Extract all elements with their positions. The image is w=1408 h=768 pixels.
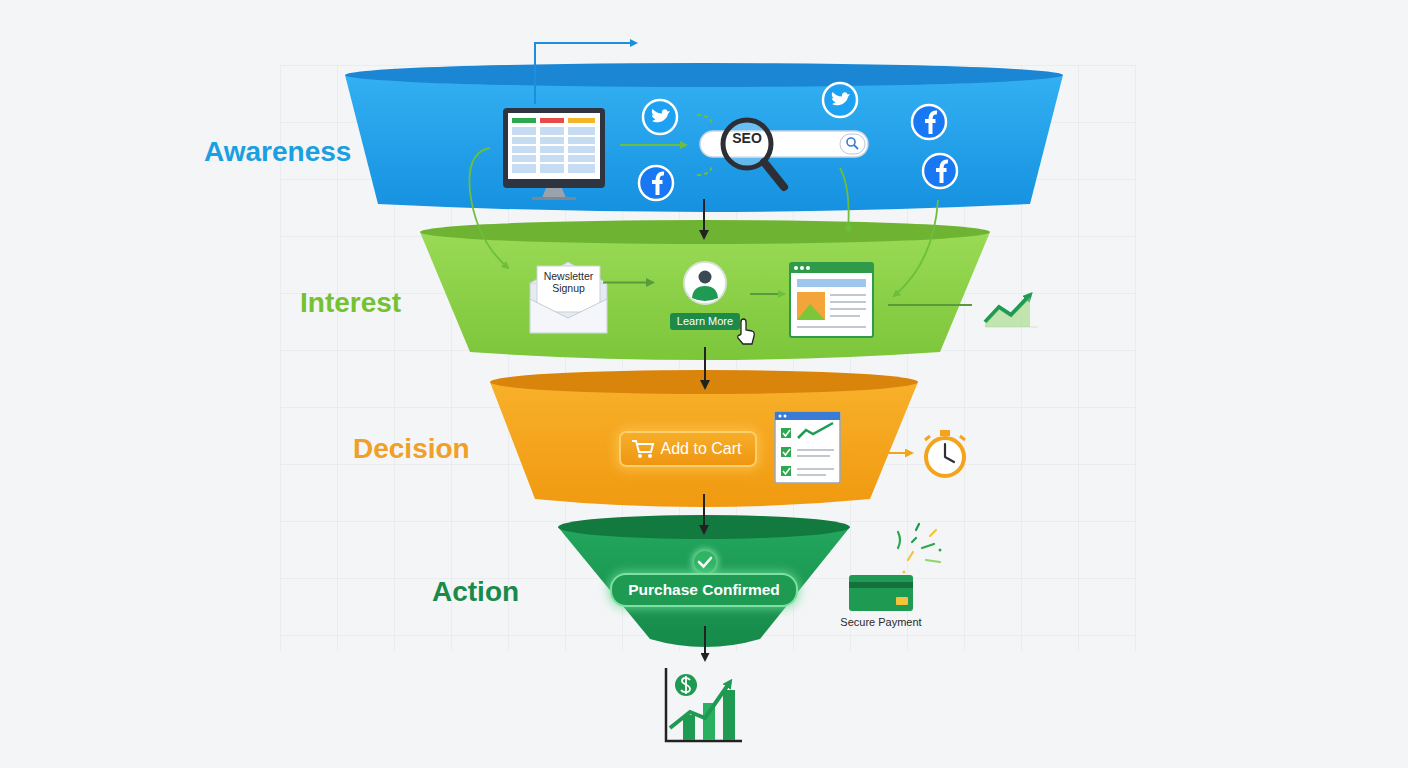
stopwatch-icon <box>925 430 965 476</box>
facebook-icon <box>923 154 957 188</box>
funnel-step: SEO <box>700 130 868 158</box>
flow-connector <box>703 199 705 238</box>
funnel-step: Purchase Confirmed <box>610 573 798 607</box>
glow <box>692 549 718 575</box>
step-text: SEO <box>732 130 762 158</box>
stage-label: Awareness <box>204 136 351 168</box>
stage-label: Interest <box>300 287 401 319</box>
credit-card-icon <box>849 575 913 611</box>
leader-line <box>888 304 972 306</box>
flow-arrow <box>852 452 912 454</box>
step-text: Newsletter Signup <box>536 268 601 296</box>
facebook-icon <box>912 105 946 139</box>
confetti <box>898 524 942 574</box>
checklist-icon <box>775 412 840 483</box>
flow-connector <box>703 494 705 533</box>
stage-label: Action <box>432 576 519 608</box>
envelope-icon <box>530 262 607 333</box>
funnel-band: Action Purchase Confirmed <box>185 515 854 650</box>
funnel-step: Add to Cart <box>619 431 758 467</box>
check-icon <box>694 551 716 573</box>
trend-icon <box>985 295 1038 327</box>
step-text: Learn More <box>670 313 740 330</box>
funnel-step: Newsletter Signup <box>536 268 601 297</box>
cart-icon <box>631 439 655 459</box>
flow-connector <box>603 282 653 284</box>
flow-arrow <box>704 626 706 660</box>
monitor-icon <box>503 108 605 200</box>
funnel-step: Learn More <box>655 260 755 334</box>
twitter-icon <box>643 100 677 134</box>
webpage-icon <box>790 263 873 337</box>
grid-lines <box>280 65 1137 651</box>
revenue-chart-icon <box>666 668 742 741</box>
cursor-icon <box>738 319 755 344</box>
flow-connector <box>704 347 706 388</box>
twitter-icon <box>823 83 857 117</box>
step-text: Add to Cart <box>661 439 742 459</box>
stage-label: Decision <box>353 433 470 465</box>
magnifier-icon <box>723 120 784 187</box>
step-text: Purchase Confirmed <box>628 580 780 600</box>
note-label: Secure Payment <box>840 616 921 629</box>
person-icon <box>684 262 726 304</box>
flow-arrow <box>535 43 636 104</box>
flow-arrow <box>750 293 784 295</box>
facebook-icon <box>639 166 673 200</box>
